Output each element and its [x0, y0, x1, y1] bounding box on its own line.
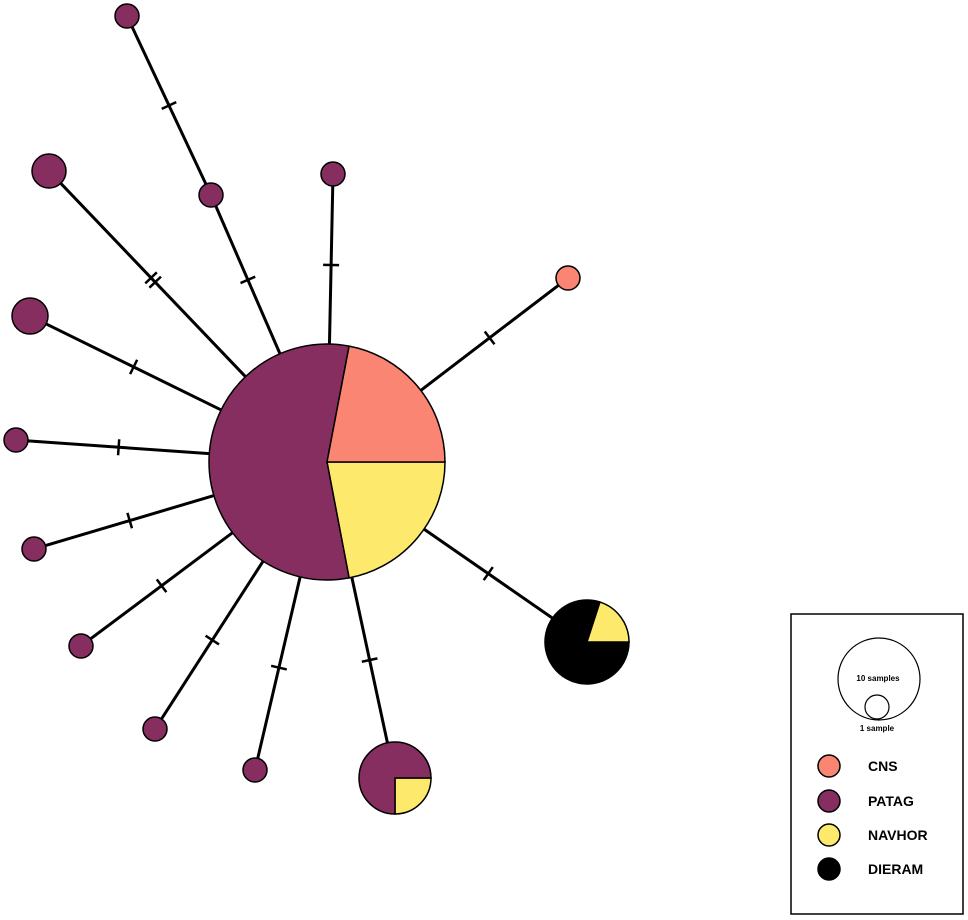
mutation-tick [483, 330, 496, 345]
node-h6 [11, 297, 49, 335]
legend-label-dieram: DIERAM [868, 861, 923, 877]
node-h9 [68, 633, 94, 659]
node-h13-slice-patag [358, 741, 432, 815]
mutation-tick [128, 359, 139, 375]
mutation-tick [116, 439, 121, 456]
mutation-tick [161, 100, 177, 111]
node-h10 [142, 716, 168, 742]
legend: 10 samples 1 sample CNS PATAG NAVHOR DIE… [790, 613, 964, 915]
node-h4 [320, 161, 346, 187]
node-h9 [68, 633, 94, 659]
node-h8 [21, 536, 47, 562]
node-hub-slice-patag [208, 343, 350, 581]
scale-label-large: 10 samples [856, 674, 900, 683]
node-hub [208, 343, 446, 581]
node-h13 [358, 741, 432, 815]
node-h3 [31, 153, 67, 189]
size-scale: 10 samples 1 sample [837, 637, 921, 733]
scale-label-small: 1 sample [860, 724, 895, 733]
legend-label-cns: CNS [868, 758, 898, 774]
node-h4 [320, 161, 346, 187]
legend-swatch-cns [817, 754, 841, 778]
node-h13-slice-navhor [394, 777, 432, 815]
node-h2 [198, 182, 224, 208]
legend-item: NAVHOR [817, 823, 928, 847]
legend-item: DIERAM [817, 857, 923, 881]
legend-item: PATAG [817, 789, 914, 813]
node-h1 [114, 3, 140, 29]
legend-item: CNS [817, 754, 898, 778]
node-h1 [114, 3, 140, 29]
mutation-tick [155, 578, 168, 593]
node-h3 [31, 153, 67, 189]
mutation-tick [126, 512, 134, 529]
mutation-tick [204, 634, 220, 646]
mutation-tick [240, 275, 256, 285]
node-h2 [198, 182, 224, 208]
node-h5 [555, 265, 581, 291]
legend-swatch-dieram [817, 857, 841, 881]
node-h11 [242, 757, 268, 783]
node-h5 [555, 265, 581, 291]
mutation-tick [482, 566, 494, 581]
mutation-tick [148, 275, 162, 289]
node-h7 [3, 427, 29, 453]
mutation-tick [144, 271, 158, 285]
node-h6 [11, 297, 49, 335]
node-h8 [21, 536, 47, 562]
node-h7 [3, 427, 29, 453]
legend-swatch-navhor [817, 823, 841, 847]
network-edges [27, 26, 560, 759]
legend-swatch-patag [817, 789, 841, 813]
scale-circle-small [864, 694, 890, 720]
mutation-tick [270, 664, 288, 671]
scale-circle-large [837, 637, 921, 721]
node-h14-slice-navhor [585, 601, 630, 643]
network-nodes [3, 3, 630, 815]
edge-h3 [59, 182, 247, 378]
legend-label-patag: PATAG [868, 793, 914, 809]
mutation-tick [361, 657, 378, 663]
node-hub-slice-navhor [326, 461, 446, 579]
node-hub-slice-cns [326, 345, 446, 463]
node-h14 [544, 599, 630, 685]
node-h10 [142, 716, 168, 742]
node-h11 [242, 757, 268, 783]
legend-label-navhor: NAVHOR [868, 827, 928, 843]
